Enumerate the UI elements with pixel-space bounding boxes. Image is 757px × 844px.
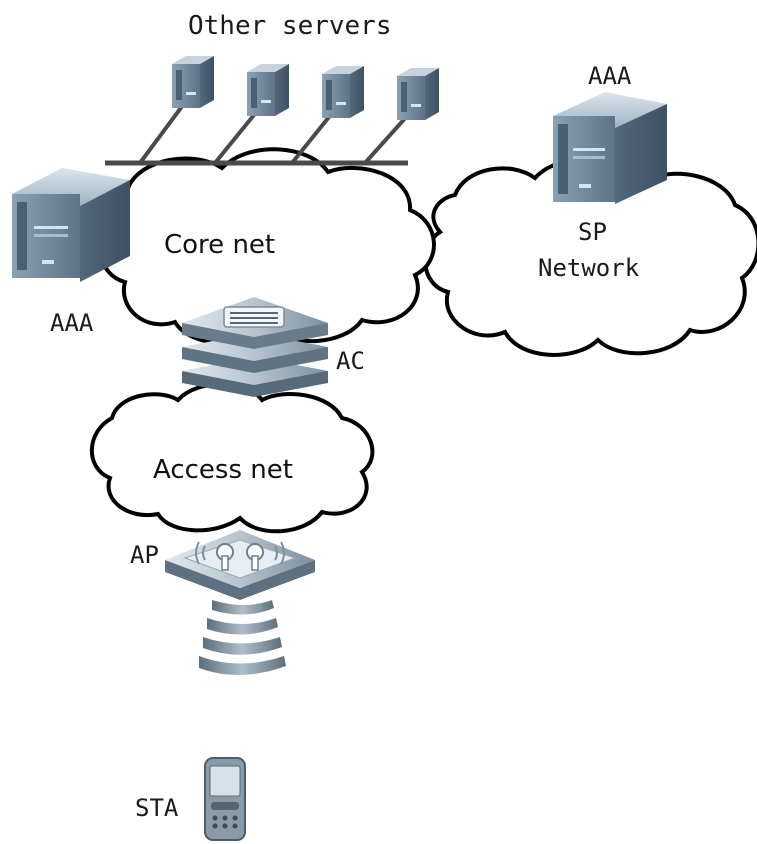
core-net-label: Core net	[164, 230, 275, 260]
server-icon	[247, 64, 289, 116]
access-net-label: Access net	[153, 455, 293, 485]
server-bus-group	[105, 56, 439, 166]
ac-controller-icon	[182, 297, 328, 397]
server-icon	[322, 66, 364, 118]
wireless-signal-icon	[199, 600, 286, 676]
aaa-server-left-icon	[12, 168, 130, 282]
server-icon	[397, 68, 439, 120]
server-icon	[172, 56, 214, 108]
network-label: Network	[538, 254, 640, 282]
core-net-cloud	[98, 147, 436, 346]
sta-label: STA	[135, 794, 179, 822]
sta-handheld-device-icon	[204, 757, 246, 841]
ap-access-point-icon	[165, 530, 315, 600]
aaa-server-right-icon	[553, 92, 667, 204]
sp-label: SP	[578, 218, 607, 246]
ap-label: AP	[130, 541, 159, 569]
aaa-right-label: AAA	[588, 62, 632, 90]
ac-label: AC	[336, 347, 365, 375]
aaa-left-label: AAA	[50, 309, 94, 337]
other-servers-label: Other servers	[188, 11, 392, 41]
